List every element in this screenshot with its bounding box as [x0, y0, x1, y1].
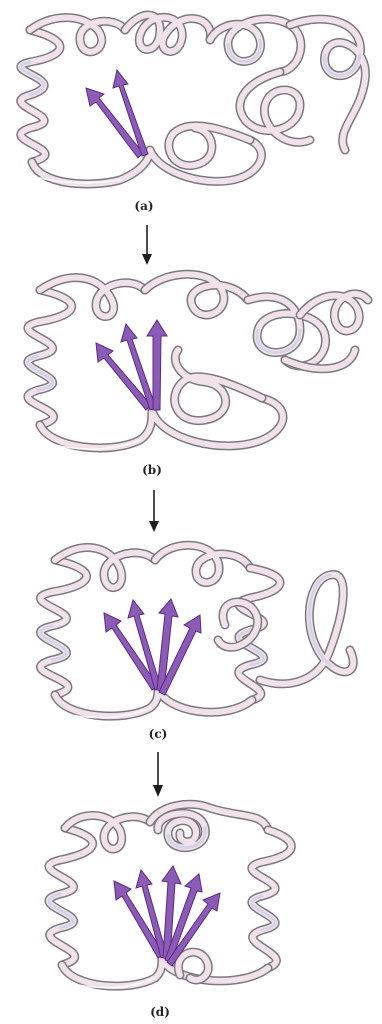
panel-a-ribbon [21, 15, 366, 184]
step-arrow-2 [149, 490, 159, 532]
panel-b [28, 274, 368, 449]
panel-c-beta-strands [104, 599, 201, 695]
step-arrow-1 [142, 225, 152, 265]
step-arrow-3 [153, 752, 163, 797]
panel-b-beta-strands [96, 320, 167, 410]
panel-a [21, 15, 366, 184]
panel-c-label: (c) [149, 727, 168, 741]
panel-d-label: (d) [150, 1005, 170, 1019]
panel-b-ribbon [28, 274, 368, 449]
panel-c [40, 545, 353, 717]
panel-a-label: (a) [134, 199, 153, 213]
panel-d [49, 804, 291, 987]
panel-b-label: (b) [142, 463, 162, 477]
panel-a-beta-strands [86, 70, 148, 158]
